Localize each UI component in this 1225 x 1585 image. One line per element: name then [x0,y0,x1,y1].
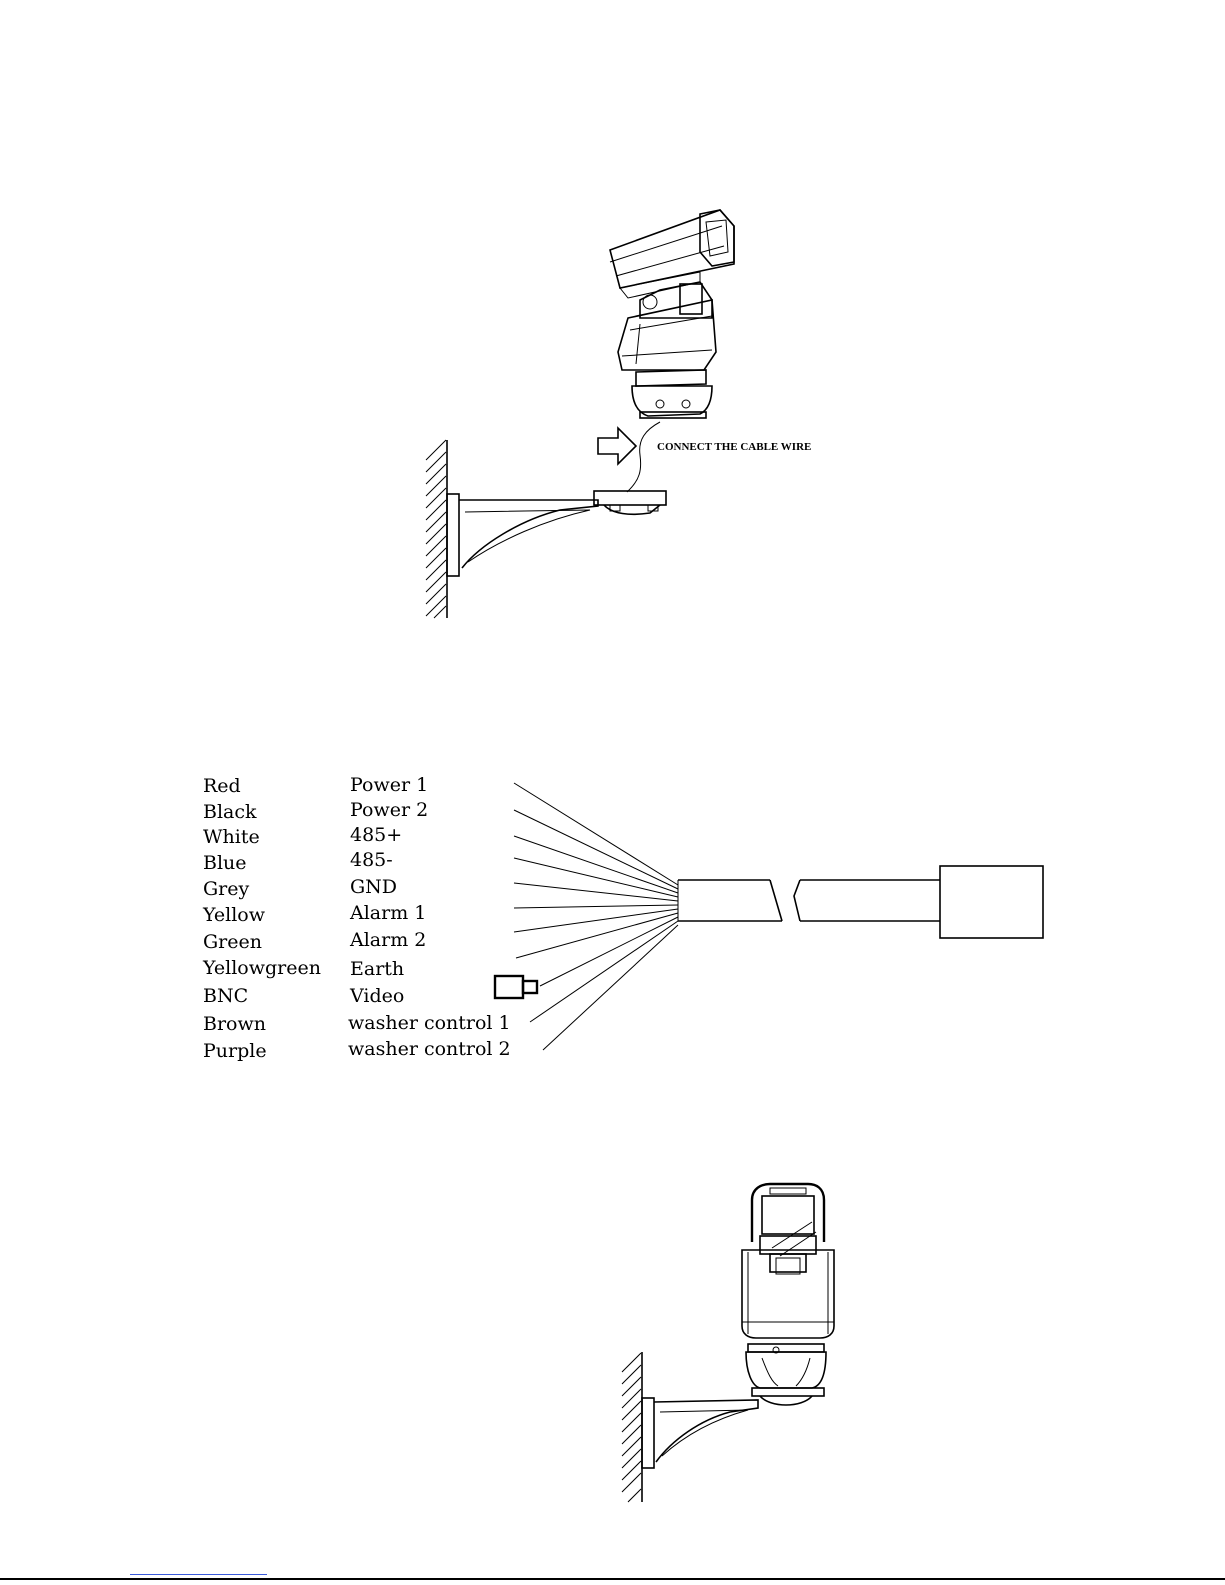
wall-hatching [622,1352,642,1502]
footer-rule [0,1578,1225,1580]
footer-link-underline [130,1574,267,1575]
wall-bracket [642,1398,758,1468]
ptz-camera-front [742,1184,834,1405]
